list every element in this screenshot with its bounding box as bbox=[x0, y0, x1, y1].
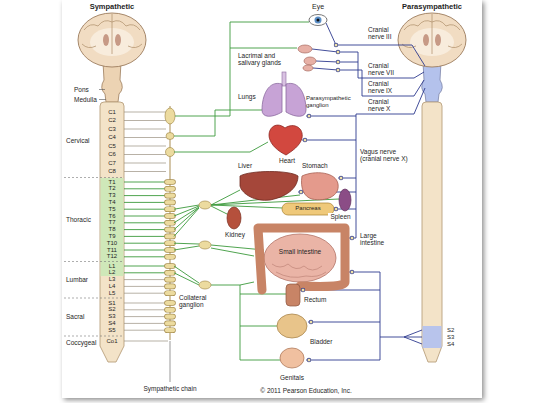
ventricle bbox=[115, 34, 121, 46]
segment-label: C1 bbox=[101, 109, 123, 116]
lung-illustration bbox=[286, 83, 306, 116]
leader-line bbox=[99, 90, 106, 100]
large-intestine-illustration bbox=[258, 228, 345, 290]
eye-illustration bbox=[309, 15, 327, 26]
segment-label: C3 bbox=[101, 126, 123, 133]
organ-label: Lacrimal and salivary glands bbox=[238, 52, 284, 67]
ganglion-label: Parasympathetic ganglion bbox=[306, 95, 354, 108]
small-intestine-illustration bbox=[264, 234, 336, 282]
ganglion-label: Collateral ganglion bbox=[179, 294, 219, 309]
inferior-cervical-ganglion bbox=[166, 148, 175, 157]
collateral-ganglion bbox=[199, 241, 211, 249]
bladder-illustration bbox=[277, 314, 307, 338]
iris bbox=[315, 17, 322, 24]
chain-ganglion bbox=[167, 182, 173, 330]
terminal-ganglion bbox=[301, 45, 352, 360]
segment-label: L5 bbox=[101, 290, 123, 297]
organ-label: Bladder bbox=[310, 338, 340, 345]
spleen-illustration bbox=[339, 189, 351, 211]
terminal-ganglion-outline bbox=[301, 45, 352, 360]
gray-ramus bbox=[124, 112, 168, 341]
ganglion-label: Sympathetic chain bbox=[138, 385, 202, 392]
pancreas-illustration bbox=[282, 203, 334, 215]
organ-label: Large intestine bbox=[360, 232, 394, 247]
segment-label: S3 bbox=[447, 334, 463, 341]
region-label: Thoracic bbox=[66, 216, 98, 223]
brainstem-label: Pons bbox=[74, 86, 98, 93]
preganglionic-fiber bbox=[124, 182, 166, 273]
segment-label: Co1 bbox=[101, 338, 123, 345]
thoracolumbar-outflow bbox=[101, 178, 124, 277]
lung-illustration bbox=[262, 83, 282, 116]
segment-label: S4 bbox=[447, 341, 463, 348]
splanchnic-nerve bbox=[174, 205, 199, 285]
lacrimal-gland bbox=[298, 45, 312, 53]
organ-label: Eye bbox=[306, 3, 330, 11]
segment-label: C6 bbox=[101, 151, 123, 158]
brain-section bbox=[78, 13, 146, 67]
region-label: Lumbar bbox=[66, 276, 98, 283]
organ-label: Small intestine bbox=[278, 248, 322, 255]
segment-label: C8 bbox=[101, 168, 123, 175]
genitals-illustration bbox=[280, 348, 304, 368]
region-label: Sacral bbox=[66, 313, 98, 320]
region-label: Coccygeal bbox=[66, 339, 99, 346]
rectum-illustration bbox=[286, 284, 300, 306]
heart-illustration bbox=[269, 125, 302, 155]
middle-cervical-ganglion bbox=[166, 133, 174, 140]
ventricle bbox=[103, 34, 109, 46]
nerve-label: Vagus nerve (cranial nerve X) bbox=[360, 148, 418, 163]
segment-label: S2 bbox=[447, 327, 463, 334]
region-label: Cervical bbox=[66, 137, 98, 144]
spinal-cord bbox=[422, 102, 442, 362]
brain-section bbox=[398, 13, 466, 67]
segment-label: C5 bbox=[101, 143, 123, 150]
segment-label: S5 bbox=[101, 327, 123, 334]
copyright-note: © 2011 Pearson Education, Inc. bbox=[246, 387, 366, 394]
nerve-label: Cranial nerve X bbox=[368, 98, 406, 113]
salivary-gland bbox=[304, 57, 316, 65]
organ-label: Genitals bbox=[276, 374, 308, 381]
ventricle bbox=[435, 34, 441, 46]
trachea bbox=[282, 72, 286, 86]
organ-label: Spleen bbox=[328, 213, 353, 220]
chain-ganglion-outline bbox=[167, 182, 173, 330]
brainstem-label: Medulla bbox=[74, 96, 100, 103]
pupil bbox=[317, 19, 320, 22]
segment-label: C7 bbox=[101, 160, 123, 167]
section-heading: Parasympathetic bbox=[392, 3, 472, 11]
nerve-label: Cranial nerve III bbox=[368, 26, 406, 41]
stomach-illustration bbox=[301, 173, 338, 200]
intestine-coils bbox=[272, 264, 326, 277]
organ-label: Kidney bbox=[220, 231, 250, 238]
sacral-outflow bbox=[423, 326, 442, 348]
organ-label: Pancreas bbox=[282, 205, 334, 212]
organ-label: Heart bbox=[274, 157, 300, 164]
salivary-gland bbox=[303, 65, 313, 71]
segment-label: T12 bbox=[101, 253, 123, 260]
segment-label: C4 bbox=[101, 134, 123, 141]
organ-label: Stomach bbox=[302, 162, 334, 169]
nerve-label: Cranial nerve IX bbox=[368, 80, 406, 95]
section-heading: Sympathetic bbox=[79, 3, 145, 11]
organ-label: Rectum bbox=[304, 296, 334, 303]
collateral-ganglion bbox=[199, 281, 211, 289]
ventricle bbox=[423, 34, 429, 46]
brain-folds bbox=[402, 14, 462, 54]
brain-folds bbox=[82, 14, 142, 54]
leader-line bbox=[170, 341, 171, 382]
superior-cervical-ganglion bbox=[165, 108, 175, 124]
organ-label: Lungs bbox=[238, 93, 262, 100]
postganglionic-fiber bbox=[174, 22, 339, 360]
organ-label: Liver bbox=[238, 162, 260, 169]
nerve-label: Cranial nerve VII bbox=[368, 62, 406, 77]
segment-label: C2 bbox=[101, 117, 123, 124]
liver-illustration bbox=[240, 172, 298, 201]
kidney-illustration bbox=[227, 207, 241, 229]
region-divider bbox=[64, 178, 124, 337]
collateral-ganglion bbox=[199, 201, 211, 209]
spinal-cord bbox=[100, 102, 124, 362]
